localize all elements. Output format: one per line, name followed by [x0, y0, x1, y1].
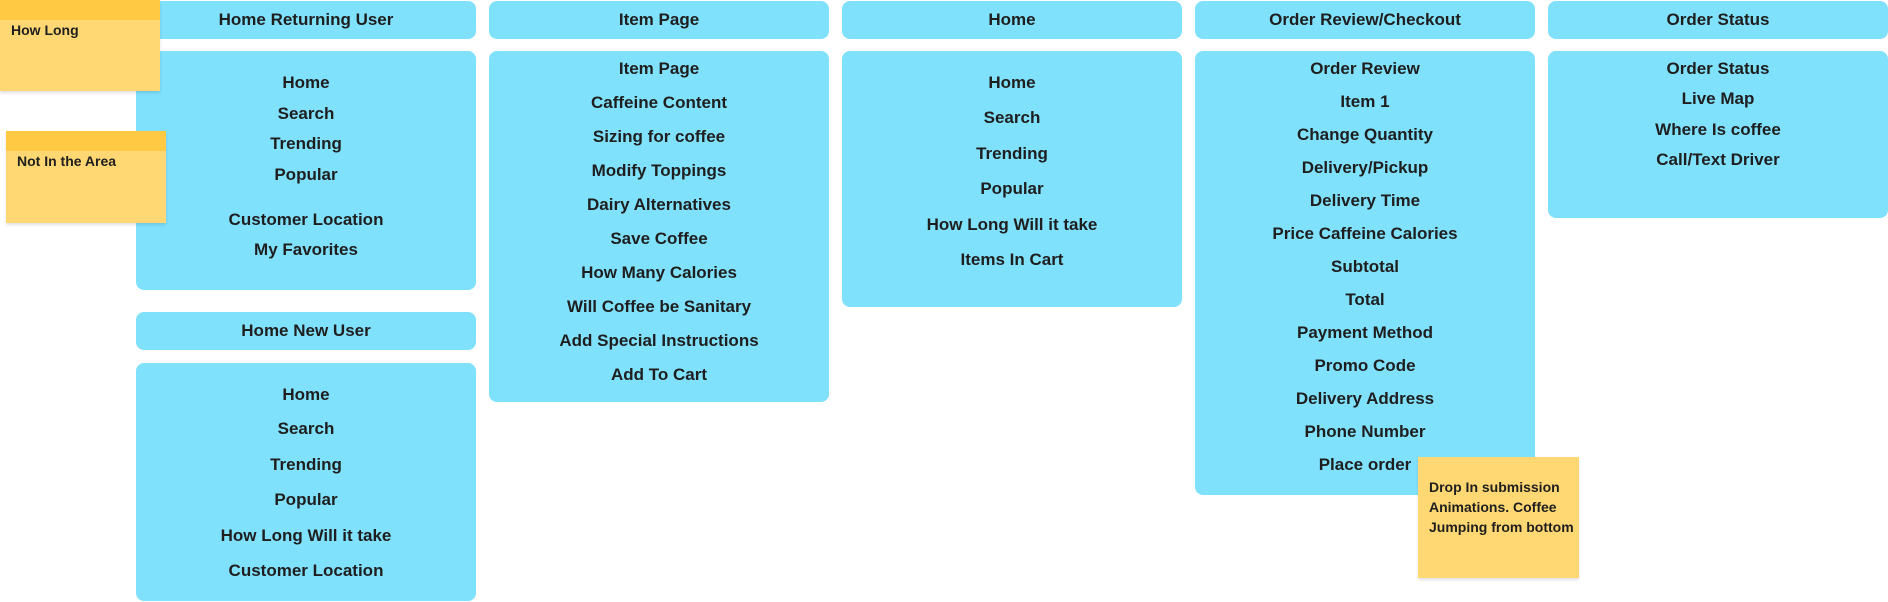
header-label: Order Status	[1666, 10, 1770, 29]
list-item-popular: Popular	[274, 490, 338, 509]
list-item-subtotal: Subtotal	[1331, 257, 1399, 276]
list-item-payment-method: Payment Method	[1296, 323, 1434, 342]
list-item-popular: Popular	[274, 165, 338, 184]
header-label: Home New User	[241, 321, 371, 340]
header-home-returning-user: Home Returning User	[136, 1, 476, 39]
list-item-trending: Trending	[976, 144, 1048, 163]
list-item-how-long: How Long Will it take	[220, 526, 392, 545]
sticky-note-drop-in[interactable]: Drop In submission Animations. Coffee Ju…	[1418, 457, 1579, 578]
list-item-price-caffeine-calories: Price Caffeine Calories	[1272, 224, 1458, 243]
sticky-band	[6, 131, 166, 151]
list-item-trending: Trending	[270, 134, 342, 153]
list-item-delivery-time: Delivery Time	[1309, 191, 1421, 210]
header-item-page: Item Page	[489, 1, 829, 39]
list-item-change-quantity: Change Quantity	[1296, 125, 1433, 144]
list-item-trending: Trending	[270, 455, 342, 474]
list-item-items-in-cart: Items In Cart	[960, 250, 1064, 269]
header-label: Home Returning User	[218, 10, 394, 29]
list-item-where-is-coffee: Where Is coffee	[1655, 120, 1781, 139]
list-item-dairy-alternatives: Dairy Alternatives	[587, 195, 731, 214]
list-item-popular: Popular	[980, 179, 1044, 198]
header-label: Home	[988, 10, 1036, 29]
list-item-sizing: Sizing for coffee	[592, 127, 726, 146]
header-home: Home	[842, 1, 1182, 39]
header-label: Order Review/Checkout	[1269, 10, 1461, 29]
card-home-new-user: Home Search Trending Popular How Long Wi…	[136, 363, 476, 601]
list-item-item-page: Item Page	[618, 59, 700, 78]
card-home-returning-user: Home Search Trending Popular Customer Lo…	[136, 51, 476, 290]
list-item-save-coffee: Save Coffee	[610, 229, 708, 248]
header-order-status: Order Status	[1548, 1, 1888, 39]
sticky-note-text-line-3: Jumping from bottom	[1429, 519, 1574, 535]
header-label: Item Page	[618, 10, 700, 29]
list-item-modify-toppings: Modify Toppings	[591, 161, 727, 180]
sticky-note-text-line-1: Drop In submission	[1429, 479, 1560, 495]
list-item-calories: How Many Calories	[581, 263, 737, 282]
list-item-search: Search	[277, 419, 335, 438]
header-order-review: Order Review/Checkout	[1195, 1, 1535, 39]
list-item-promo-code: Promo Code	[1314, 356, 1416, 375]
list-item-home: Home	[282, 385, 330, 404]
list-item-search: Search	[983, 108, 1041, 127]
sticky-note-how-long[interactable]: How Long	[0, 0, 160, 91]
list-item-live-map: Live Map	[1681, 89, 1755, 108]
list-item-place-order: Place order	[1318, 455, 1412, 474]
list-item-add-to-cart: Add To Cart	[610, 365, 707, 384]
card-order-review: Order Review Item 1 Change Quantity Deli…	[1195, 51, 1535, 495]
list-item-call-text-driver: Call/Text Driver	[1656, 150, 1780, 169]
list-item-delivery-address: Delivery Address	[1295, 389, 1435, 408]
sticky-band	[0, 0, 160, 20]
list-item-my-favorites: My Favorites	[254, 240, 358, 259]
list-item-order-review: Order Review	[1310, 59, 1420, 78]
sticky-note-text-line-2: Animations. Coffee	[1429, 499, 1557, 515]
list-item-home: Home	[988, 73, 1036, 92]
list-item-home: Home	[282, 73, 330, 92]
card-home: Home Search Trending Popular How Long Wi…	[842, 51, 1182, 307]
list-item-order-status: Order Status	[1666, 59, 1770, 78]
list-item-search: Search	[277, 104, 335, 123]
card-order-status: Order Status Live Map Where Is coffee Ca…	[1548, 51, 1888, 218]
header-home-new-user: Home New User	[136, 312, 476, 350]
list-item-how-long: How Long Will it take	[926, 215, 1098, 234]
sticky-note-text: How Long	[11, 22, 79, 38]
list-item-phone-number: Phone Number	[1304, 422, 1426, 441]
list-item-total: Total	[1345, 290, 1385, 309]
sticky-note-text: Not In the Area	[17, 153, 117, 169]
list-item-item-1: Item 1	[1340, 92, 1390, 111]
list-item-sanitary: Will Coffee be Sanitary	[566, 297, 752, 316]
list-item-customer-location: Customer Location	[228, 561, 384, 580]
list-item-caffeine-content: Caffeine Content	[591, 93, 727, 112]
list-item-delivery-pickup: Delivery/Pickup	[1301, 158, 1429, 177]
list-item-special-instructions: Add Special Instructions	[559, 331, 759, 350]
card-item-page: Item Page Caffeine Content Sizing for co…	[489, 51, 829, 402]
sticky-note-not-in-area[interactable]: Not In the Area	[6, 131, 166, 223]
list-item-customer-location: Customer Location	[228, 210, 384, 229]
